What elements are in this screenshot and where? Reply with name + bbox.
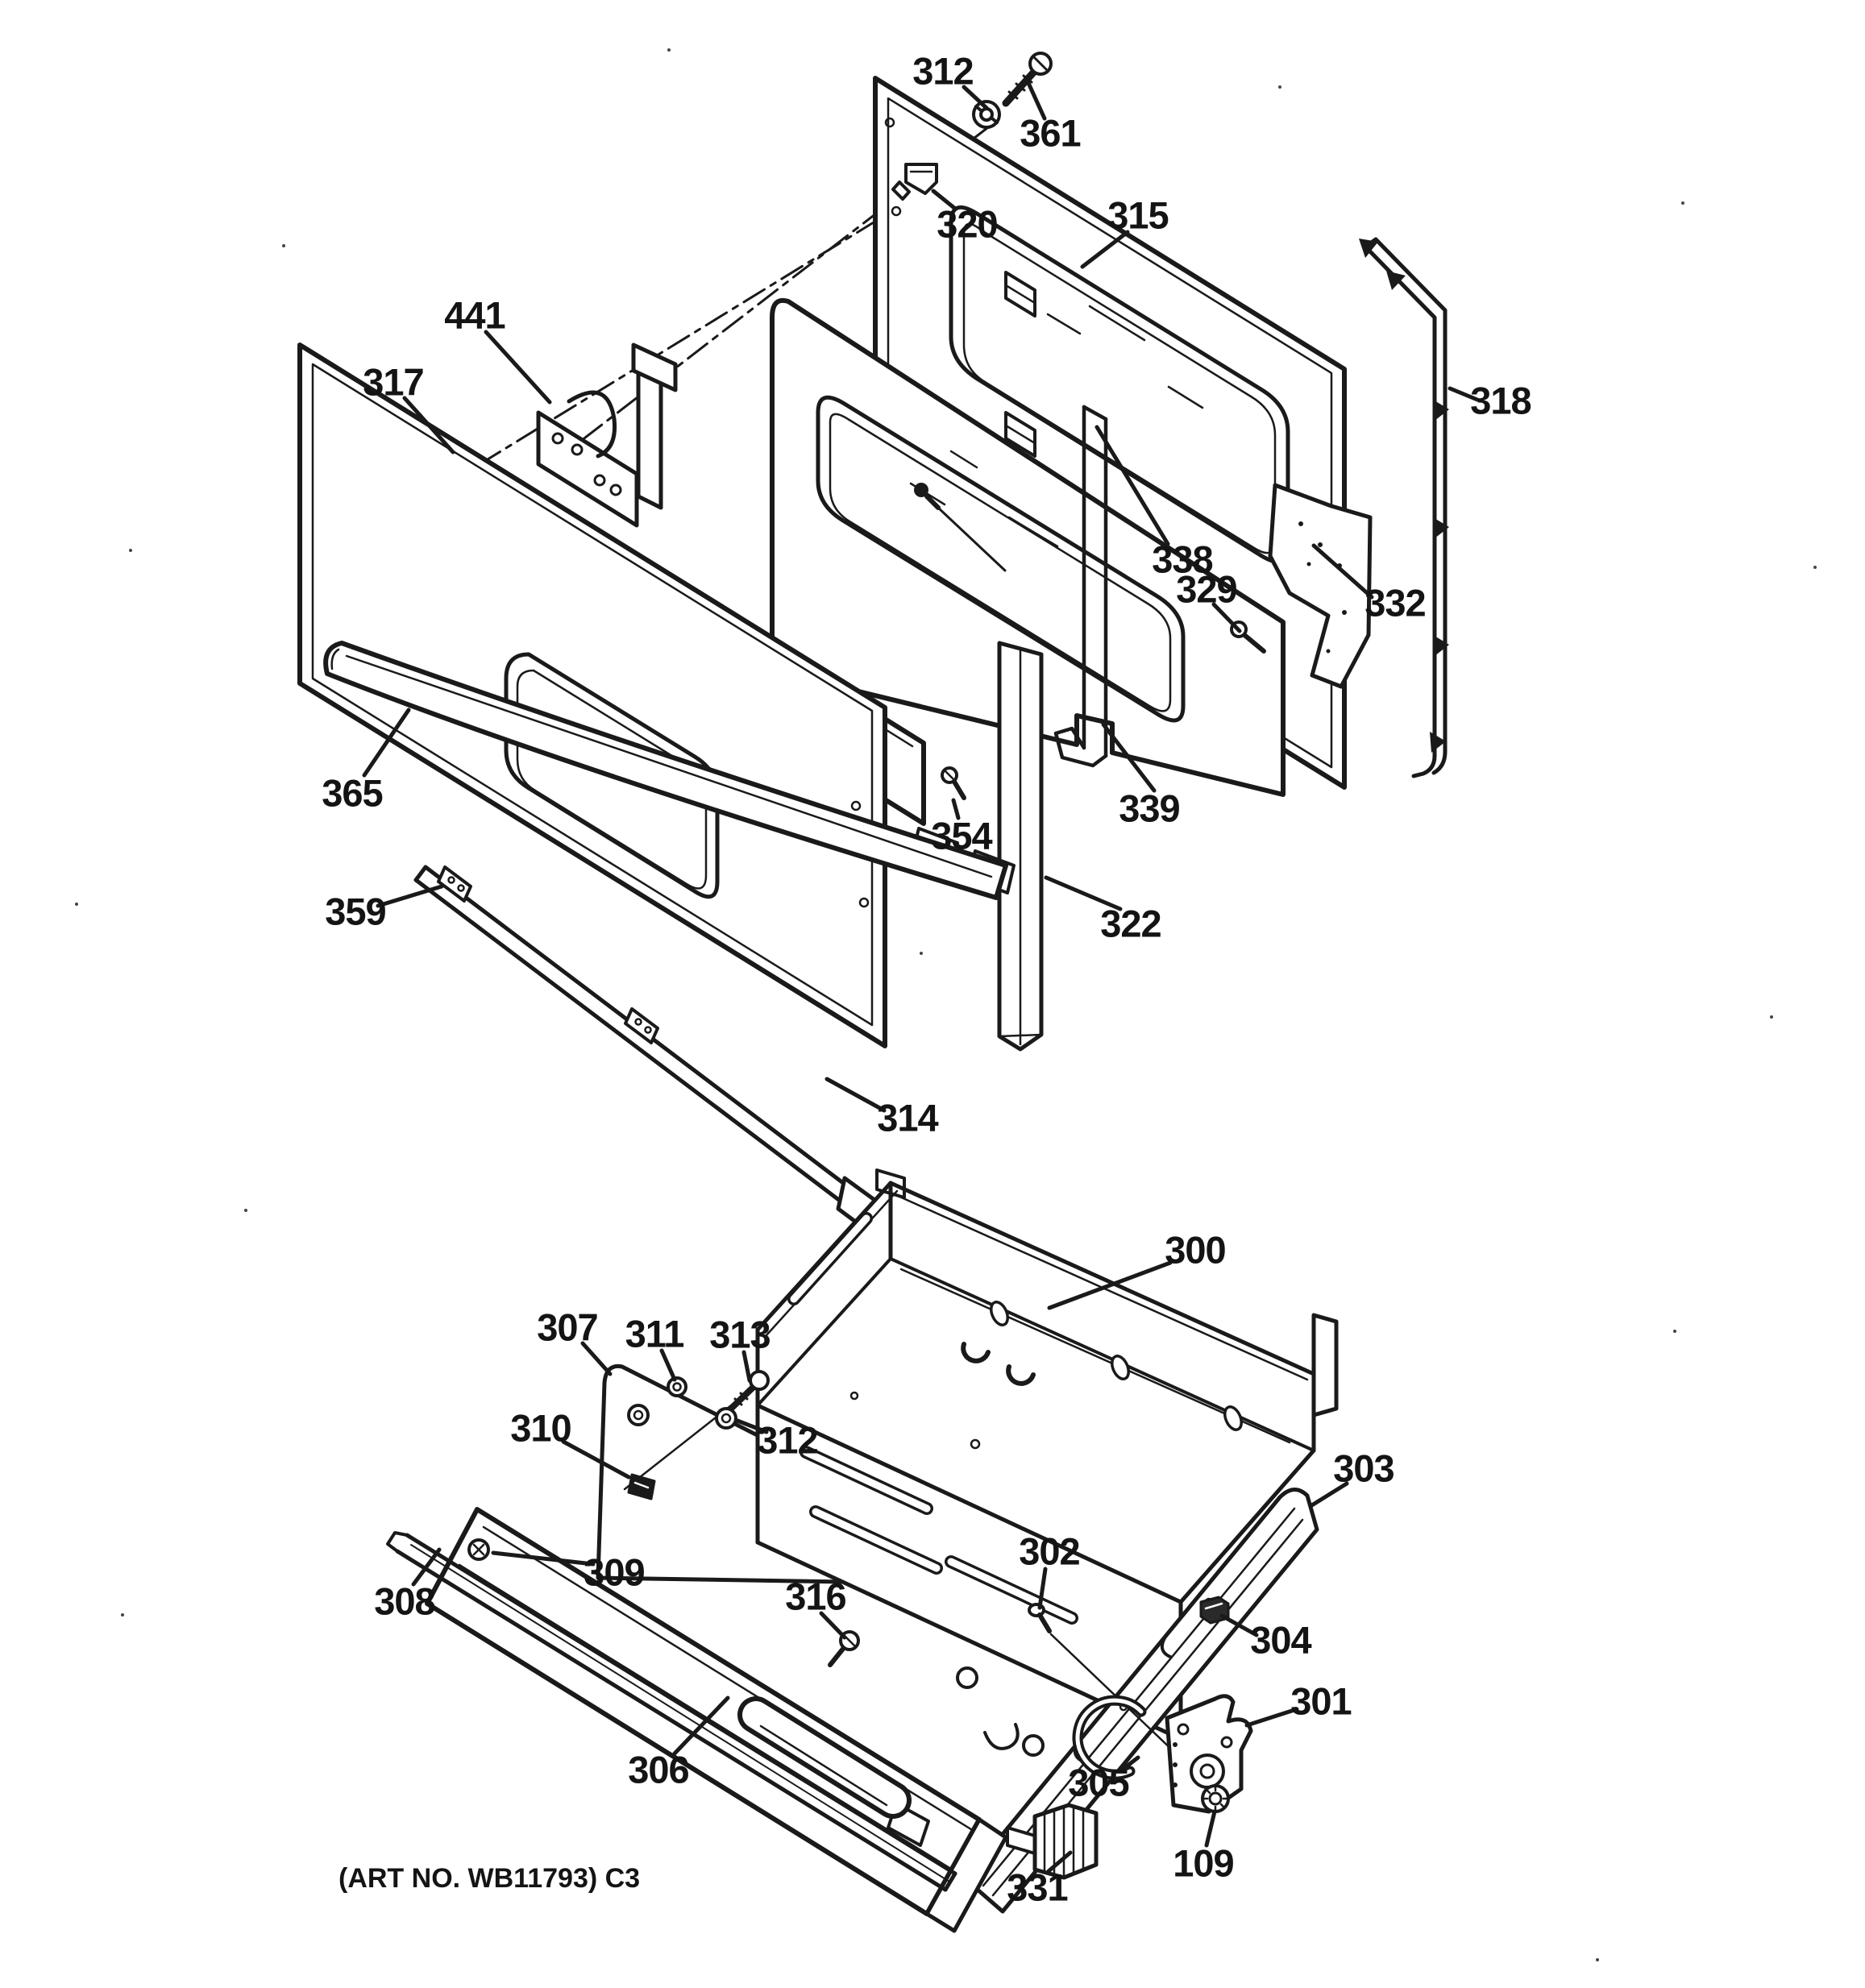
leader-line-313 [741, 1350, 752, 1383]
part-label-300-drawer: 300 [1165, 1229, 1225, 1272]
part-318-side-trim [1359, 237, 1449, 778]
trim-clip-ticks [1359, 239, 1449, 753]
leader-line-359 [376, 884, 444, 908]
part-label-361-door: 361 [1020, 112, 1080, 155]
part-label-339-door: 339 [1119, 787, 1179, 830]
part-label-314-door: 314 [877, 1097, 938, 1139]
part-label-304-drawer: 304 [1250, 1619, 1311, 1662]
leader-line-308 [411, 1547, 442, 1587]
leader-line-322 [1044, 875, 1123, 911]
part-label-308-drawer: 308 [374, 1580, 434, 1623]
leader-line-303 [1308, 1481, 1349, 1509]
leader-line-332 [1311, 543, 1374, 600]
leader-line-311 [659, 1348, 677, 1382]
part-label-359-door: 359 [325, 890, 385, 933]
part-label-312-drawer: 312 [757, 1419, 817, 1462]
part-354-screw [941, 766, 966, 800]
part-309-screw [467, 1538, 490, 1561]
oven-door-assembly [297, 52, 1449, 1235]
leader-line-109 [1204, 1809, 1217, 1848]
leader-line-310 [561, 1439, 631, 1480]
part-305-c-ring [1072, 1695, 1147, 1780]
part-339-side-strip [1053, 405, 1108, 768]
part-label-317-door: 317 [363, 361, 423, 404]
part-label-365-door: 365 [322, 772, 382, 815]
leader-line-318 [1448, 386, 1480, 402]
part-label-320-door: 320 [937, 203, 997, 246]
part-label-315-door: 315 [1107, 194, 1168, 237]
part-312-washer-bottom [715, 1407, 737, 1430]
leader-line-316 [819, 1611, 847, 1640]
part-label-109-drawer: 109 [1173, 1842, 1233, 1885]
part-label-303-drawer: 303 [1333, 1447, 1394, 1490]
part-308-trim-bar [386, 1531, 957, 1892]
leader-line-306 [672, 1695, 730, 1756]
leader-line-441 [484, 330, 552, 405]
drawer-wall-slots [787, 1212, 1078, 1625]
leader-line-338 [1094, 425, 1170, 546]
leader-line-305 [1118, 1755, 1140, 1774]
part-300-drawer-body [755, 1168, 1339, 1757]
part-label-318-door: 318 [1470, 380, 1531, 422]
part-320-clip [891, 163, 938, 201]
leader-line-354 [951, 798, 961, 820]
part-label-301-drawer: 301 [1290, 1680, 1351, 1723]
leader-line-312 [735, 1418, 769, 1434]
part-361-screw [1002, 52, 1053, 107]
part-label-310-drawer: 310 [510, 1407, 571, 1450]
storage-drawer-assembly [386, 1168, 1339, 1933]
part-label-313-drawer: 313 [709, 1314, 770, 1356]
part-label-441-door: 441 [444, 294, 505, 337]
part-311-washer [667, 1376, 687, 1397]
part-365-door-handle [323, 641, 1016, 900]
leader-line-317 [402, 396, 455, 454]
glass-reflection-lines [1046, 305, 1204, 409]
part-338-window-frame [770, 298, 1286, 797]
frame-screw [914, 483, 1007, 572]
part-label-322-door: 322 [1100, 903, 1161, 945]
part-310-clip [627, 1473, 656, 1500]
leader-line-300 [1047, 1260, 1173, 1310]
part-label-302-drawer: 302 [1019, 1530, 1079, 1573]
part-label-338-door: 338 [1152, 538, 1212, 581]
leader-line-301 [1244, 1707, 1299, 1728]
art-number-note: (ART NO. WB11793) C3 [339, 1863, 640, 1894]
leader-line-365 [362, 708, 411, 778]
part-label-354-door: 354 [931, 815, 992, 857]
part-322-channel [997, 641, 1044, 1052]
panel-clips [1004, 271, 1036, 458]
part-441-bracket [536, 342, 678, 528]
leader-line-307 [580, 1341, 613, 1376]
leader-line-302 [1037, 1567, 1048, 1610]
part-label-309-drawer: 309 [584, 1551, 644, 1594]
leader-line-312 [962, 85, 989, 110]
part-label-311-drawer: 311 [625, 1313, 684, 1355]
leader-line-304 [1219, 1613, 1259, 1637]
leader-line-309 [491, 1550, 596, 1567]
part-306-drawer-front-panel [425, 1507, 1008, 1933]
part-label-332-door: 332 [1364, 582, 1425, 625]
part-label-329-door: 329 [1176, 568, 1236, 611]
leader-line-315 [1080, 230, 1130, 269]
leader-line-331 [1046, 1850, 1073, 1874]
leader-line-314 [825, 1077, 887, 1113]
leader-line-320 [931, 189, 957, 210]
part-109-lock-nut [1201, 1784, 1230, 1813]
part-label-312-door: 312 [912, 50, 973, 93]
part-331-support-block [1006, 1803, 1099, 1880]
scan-speckles [75, 48, 1817, 1961]
part-label-316-drawer: 316 [785, 1575, 845, 1618]
part-label-305-drawer: 305 [1068, 1762, 1128, 1804]
part-label-307-drawer: 307 [537, 1306, 597, 1349]
leader-line-329 [1211, 602, 1242, 633]
leader-line-361 [1026, 81, 1047, 121]
part-label-306-drawer: 306 [628, 1749, 688, 1791]
part-301-hinge-bracket [1165, 1694, 1253, 1814]
part-label-331-drawer: 331 [1007, 1866, 1067, 1909]
leader-line-339 [1101, 722, 1157, 793]
part-332-insulation-block [1268, 483, 1373, 689]
